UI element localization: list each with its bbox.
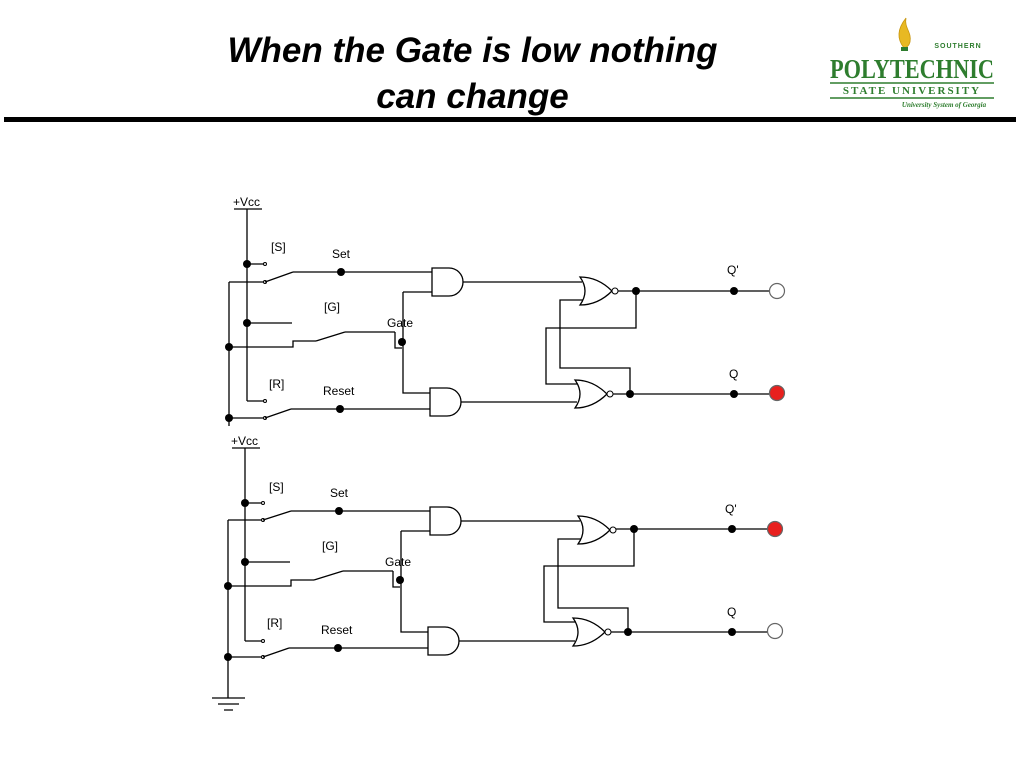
- junction: [632, 287, 640, 295]
- g-switch-label: [G]: [324, 300, 340, 314]
- q-lamp: [766, 622, 784, 640]
- reset-label: Reset: [323, 384, 355, 398]
- feedback-qbar: [543, 530, 635, 623]
- qbar-node: [730, 287, 738, 295]
- title-divider: [4, 117, 1016, 122]
- feedback-qbar: [545, 291, 637, 385]
- logo-system: University System of Georgia: [902, 101, 987, 109]
- s-switch-blade: [262, 510, 292, 521]
- g-switch-blade: [313, 570, 344, 581]
- nor-gate-bottom: [573, 379, 608, 409]
- gate-label: Gate: [387, 316, 413, 330]
- qbar-node: [728, 525, 736, 533]
- s-switch-blade: [264, 271, 294, 283]
- q-node: [730, 390, 738, 398]
- junction: [626, 390, 634, 398]
- s-switch-contact: [263, 262, 267, 266]
- title-line-1: When the Gate is low nothing: [227, 31, 718, 70]
- r-switch-contact: [261, 639, 265, 643]
- q-label: Q: [729, 367, 738, 381]
- and-gate-reset: [427, 626, 460, 656]
- feedback-q: [559, 299, 631, 394]
- and-gate-set: [431, 267, 464, 297]
- nor-bubble-bottom: [604, 628, 612, 636]
- s-switch-label: [S]: [269, 480, 284, 494]
- logo-state-university: STATE UNIVERSITY: [843, 85, 981, 97]
- nor-gate-bottom: [571, 617, 606, 647]
- torch-flame-icon: [898, 17, 911, 49]
- polytechnic-logo: SOUTHERN POLYTECHNIC STATE UNIVERSITY Un…: [830, 17, 994, 109]
- gate-node: [398, 338, 406, 346]
- logo-southern: SOUTHERN: [934, 43, 981, 50]
- qbar-lamp: [768, 282, 786, 300]
- s-switch-upper: [245, 502, 262, 642]
- r-switch-contact: [263, 399, 267, 403]
- ground-symbol: [212, 697, 245, 711]
- qbar-lamp: [766, 520, 784, 538]
- reset-node: [336, 405, 344, 413]
- gate-bus: [402, 291, 432, 394]
- g-switch-lower: [229, 340, 316, 348]
- nor-gate-top: [576, 515, 611, 545]
- and-gate-set: [429, 506, 462, 536]
- r-switch-blade: [264, 408, 292, 419]
- set-node: [337, 268, 345, 276]
- torch-base-icon: [901, 47, 908, 51]
- set-label: Set: [332, 247, 351, 261]
- q-label: Q: [727, 605, 736, 619]
- q-lamp: [768, 384, 786, 402]
- r-switch-blade: [262, 647, 290, 658]
- nor-gate-top: [578, 276, 613, 306]
- vcc-label: +Vcc: [231, 434, 258, 448]
- gate-drop: [392, 571, 400, 588]
- qbar-label: Q': [727, 263, 739, 277]
- gate-label: Gate: [385, 555, 411, 569]
- qbar-label: Q': [725, 502, 737, 516]
- set-label: Set: [330, 486, 349, 500]
- r-switch-label: [R]: [267, 616, 282, 630]
- set-node: [335, 507, 343, 515]
- g-switch-label: [G]: [322, 539, 338, 553]
- g-switch-lower: [228, 579, 314, 587]
- q-node: [728, 628, 736, 636]
- and-gate-reset: [429, 387, 462, 417]
- nor-bubble-top: [611, 287, 619, 295]
- slide-title: When the Gate is low nothing can change: [150, 28, 795, 120]
- vcc-label: +Vcc: [233, 195, 260, 209]
- gate-bus: [400, 530, 430, 633]
- latch-circuit-top: +Vcc [S] Set [G] Gate [R]: [225, 195, 786, 426]
- feedback-q: [557, 538, 629, 632]
- s-switch-label: [S]: [271, 240, 286, 254]
- nor-bubble-bottom: [606, 390, 614, 398]
- s-switch-upper: [247, 263, 264, 402]
- g-switch-blade: [315, 331, 346, 342]
- r-switch-label: [R]: [269, 377, 284, 391]
- gate-node: [396, 576, 404, 584]
- reset-label: Reset: [321, 623, 353, 637]
- title-line-2: can change: [376, 77, 569, 116]
- logo-polytechnic: POLYTECHNIC: [830, 54, 994, 84]
- latch-circuit-bottom: +Vcc [S] Set [G] Gate [R] Reset: [212, 434, 784, 711]
- junction: [624, 628, 632, 636]
- nor-bubble-top: [609, 526, 617, 534]
- gate-drop: [394, 332, 402, 349]
- junction: [630, 525, 638, 533]
- s-switch-contact: [261, 501, 265, 505]
- reset-node: [334, 644, 342, 652]
